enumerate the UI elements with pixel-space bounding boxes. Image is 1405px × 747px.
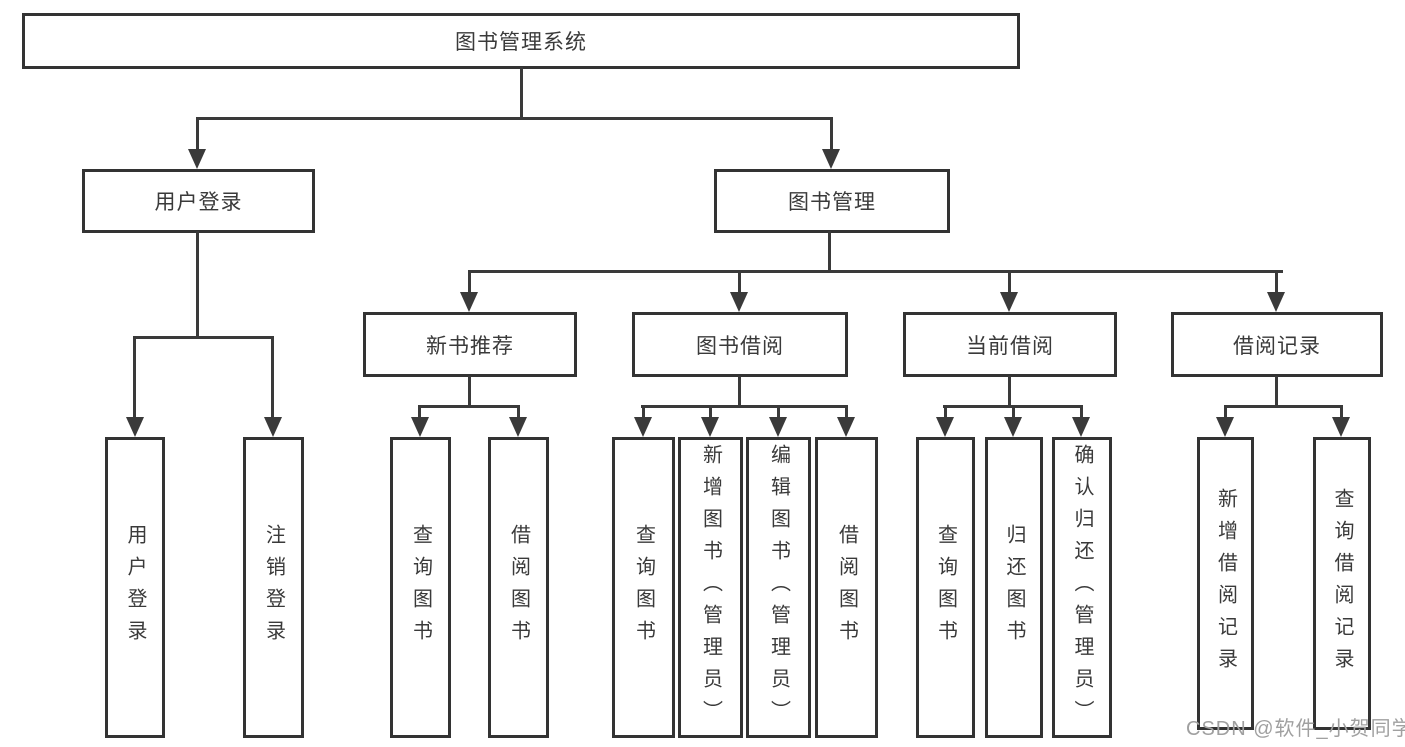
node-label: 借阅图书 [507,523,530,652]
arrow-down-icon [730,292,748,312]
arrow-down-icon [411,417,429,437]
connector-line [468,270,471,292]
leaf-logout: 注销登录 [243,437,304,738]
node-label: 归还图书 [1003,523,1025,652]
connector-line [418,405,520,408]
connector-line [133,336,274,339]
connector-line [468,376,471,407]
arrow-down-icon [1072,417,1090,437]
connector-line [777,405,780,419]
leaf-query-books-current: 查询图书 [916,437,975,738]
arrow-down-icon [769,417,787,437]
connector-line [944,405,947,419]
arrow-down-icon [1216,417,1234,437]
connector-line [642,405,645,419]
connector-line [196,117,199,153]
connector-line [418,405,421,419]
node-label: 确认归还（管理员） [1071,443,1093,732]
leaf-return-book: 归还图书 [985,437,1043,738]
node-new-book-recommend: 新书推荐 [363,312,577,377]
arrow-down-icon [822,149,840,169]
node-label: 新增借阅记录 [1214,487,1237,680]
leaf-query-books-recommend: 查询图书 [390,437,451,738]
node-label: 用户登录 [124,523,146,652]
node-label: 图书借阅 [696,334,784,358]
arrow-down-icon [1000,292,1018,312]
arrow-down-icon [126,417,144,437]
connector-line [709,405,712,419]
csdn-watermark: CSDN @软件_小贺同学 [1186,718,1405,740]
connector-line [1008,376,1011,407]
connector-line [468,270,1283,273]
leaf-borrow-books-recommend: 借阅图书 [488,437,549,738]
node-label: 当前借阅 [966,334,1054,358]
node-label: 图书管理系统 [455,31,587,54]
leaf-query-borrow-record: 查询借阅记录 [1313,437,1371,730]
node-label: 查询图书 [934,523,957,652]
node-label: 查询借阅记录 [1331,487,1353,680]
node-label: 借阅图书 [835,523,858,652]
connector-line [1224,405,1343,408]
arrow-down-icon [264,417,282,437]
node-current-borrow: 当前借阅 [903,312,1117,377]
node-label: 新增图书（管理员） [699,443,722,732]
arrow-down-icon [509,417,527,437]
node-label: 查询图书 [632,523,655,652]
leaf-query-books-borrow: 查询图书 [612,437,675,738]
leaf-add-book-admin: 新增图书（管理员） [678,437,743,738]
arrow-down-icon [1332,417,1350,437]
connector-line [1080,405,1083,419]
connector-line [517,405,520,419]
arrow-down-icon [1004,417,1022,437]
arrow-down-icon [634,417,652,437]
node-user-login: 用户登录 [82,169,315,233]
node-book-management: 图书管理 [714,169,950,233]
node-label: 用户登录 [154,191,243,214]
connector-line [1224,405,1227,419]
connector-line [641,405,848,408]
node-label: 查询图书 [409,523,432,652]
arrow-down-icon [188,149,206,169]
connector-line [271,336,274,419]
connector-line [1008,270,1011,292]
leaf-add-borrow-record: 新增借阅记录 [1197,437,1254,730]
node-label: 注销登录 [262,523,285,652]
leaf-borrow-books: 借阅图书 [815,437,878,738]
node-book-borrow: 图书借阅 [632,312,848,377]
arrow-down-icon [837,417,855,437]
arrow-down-icon [1267,292,1285,312]
node-label: 借阅记录 [1233,334,1321,358]
node-label: 图书管理 [788,191,876,214]
leaf-user-login: 用户登录 [105,437,165,738]
connector-line [196,231,199,339]
connector-line [1340,405,1343,419]
node-library-system: 图书管理系统 [22,13,1020,69]
connector-line [520,67,523,119]
connector-line [738,270,741,292]
leaf-confirm-return-admin: 确认归还（管理员） [1052,437,1112,738]
connector-line [828,231,831,273]
leaf-edit-book-admin: 编辑图书（管理员） [746,437,811,738]
connector-line [133,336,136,419]
arrow-down-icon [936,417,954,437]
node-borrow-records: 借阅记录 [1171,312,1383,377]
arrow-down-icon [701,417,719,437]
connector-line [1275,376,1278,407]
connector-line [196,117,833,120]
connector-line [1275,270,1278,292]
connector-line [738,376,741,407]
node-label: 编辑图书（管理员） [767,443,790,732]
connector-line [1012,405,1015,419]
node-label: 新书推荐 [426,334,514,358]
connector-line [830,117,833,153]
connector-line [845,405,848,419]
arrow-down-icon [460,292,478,312]
